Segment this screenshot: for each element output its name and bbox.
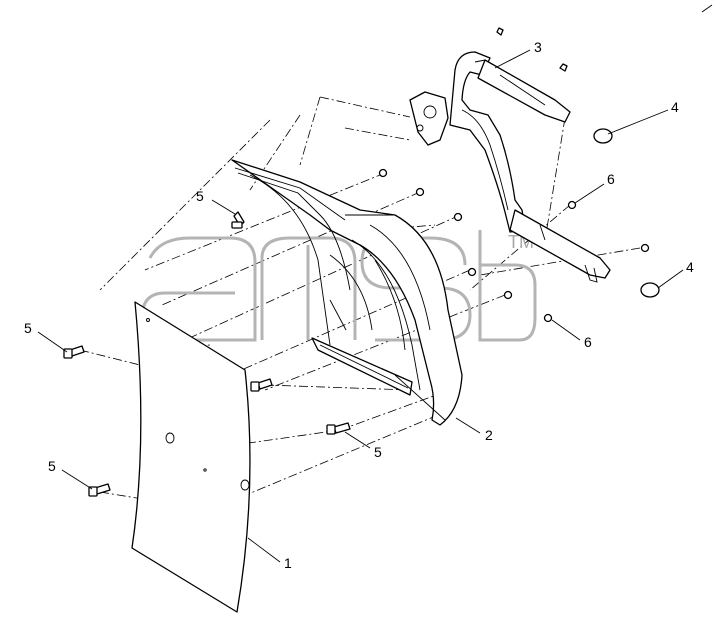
callouts: 1 2 3 4 4 5 5 5 5 6 6 xyxy=(24,39,694,571)
end-cap-lower xyxy=(640,282,660,298)
callout-6-nut-upper: 6 xyxy=(607,171,615,187)
mud-flap xyxy=(131,301,251,613)
fender xyxy=(231,159,463,426)
bolt-lower xyxy=(88,483,111,497)
nuts xyxy=(378,168,650,323)
callout-1-mud-flap: 1 xyxy=(284,555,292,571)
callout-3-support-bracket: 3 xyxy=(534,39,542,55)
callout-4-end-cap-lower: 4 xyxy=(686,259,694,275)
callout-5-bolt-upper: 5 xyxy=(196,188,204,204)
end-cap-upper xyxy=(593,128,613,144)
callout-5-bolt-center: 5 xyxy=(374,444,382,460)
bolt-middle xyxy=(250,378,273,392)
end-caps xyxy=(593,128,660,298)
callout-2-fender: 2 xyxy=(485,427,493,443)
leader-lines xyxy=(37,49,684,563)
bolt-center xyxy=(326,422,351,435)
callout-4-end-cap-upper: 4 xyxy=(671,99,679,115)
support-bracket-tube xyxy=(409,27,611,283)
callout-5-bolt-lower: 5 xyxy=(48,458,56,474)
callout-6-nut-lower: 6 xyxy=(584,334,592,350)
corner-mark xyxy=(701,4,713,13)
callout-5-bolt-left: 5 xyxy=(24,320,32,336)
bolt-upper xyxy=(231,211,245,229)
bolts xyxy=(63,211,351,497)
